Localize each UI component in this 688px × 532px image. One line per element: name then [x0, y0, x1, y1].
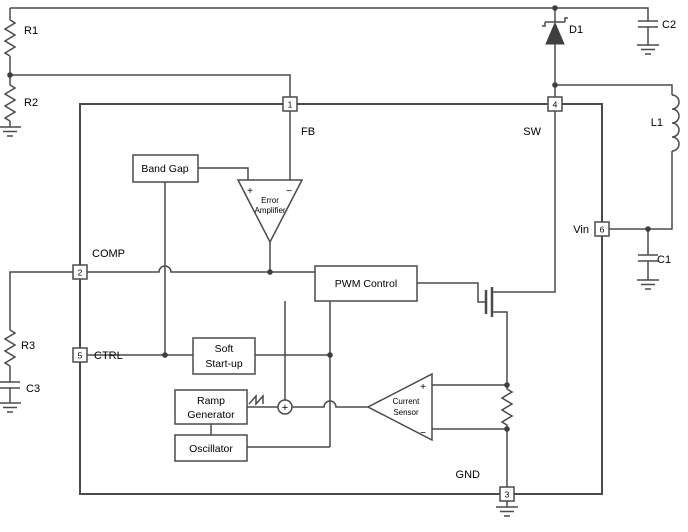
wire-current-sensor-output: [292, 400, 368, 408]
soft-startup-block: Soft Start-up: [192, 337, 256, 375]
oscillator-label: Oscillator: [189, 443, 233, 455]
ic-outline: [79, 103, 603, 495]
r2-label: R2: [24, 97, 38, 109]
current-sensor-label-2: Sensor: [393, 408, 419, 417]
comp-pin-label: COMP: [92, 248, 125, 260]
resistor-r3-symbol: [3, 329, 17, 367]
junction-dot: [504, 426, 510, 432]
wire-pwm-to-gate: [417, 282, 486, 303]
summing-junction: +: [277, 399, 293, 415]
ramp-generator-block: Ramp Generator: [174, 389, 248, 425]
vin-pin-label: Vin: [573, 224, 589, 236]
soft-start-label-1: Soft: [215, 343, 234, 355]
error-amplifier-symbol: + − Error Amplifier: [236, 179, 304, 244]
pin-2-comp: 2: [72, 264, 88, 280]
resistor-sense-symbol: [500, 385, 514, 429]
summing-plus-sign: +: [282, 402, 288, 414]
gnd-pin-label: GND: [456, 469, 481, 481]
wire-sw-to-l1: [555, 84, 673, 95]
junction-dot: [7, 72, 13, 78]
diode-d1-symbol: [542, 17, 568, 45]
pin-3-number: 3: [505, 490, 510, 500]
l1-label: L1: [651, 117, 663, 129]
mosfet-symbol: [484, 287, 494, 317]
oscillator-block: Oscillator: [174, 434, 248, 462]
wire-fb-external: [10, 74, 291, 97]
pin-3-gnd: 3: [499, 486, 515, 502]
junction-dot: [162, 352, 168, 358]
resistor-r2-symbol: [3, 84, 17, 122]
pin-5-ctrl: 5: [72, 347, 88, 363]
error-amp-plus-sign: +: [247, 186, 253, 197]
pin-2-number: 2: [78, 268, 83, 278]
band-gap-block: Band Gap: [132, 154, 199, 183]
wire-top-output-rail: [10, 7, 649, 21]
capacitor-c1-symbol: [638, 254, 658, 262]
error-amp-label-1: Error: [261, 196, 279, 205]
current-sensor-minus-sign: −: [420, 428, 426, 439]
wire-l1-to-vin-pin: [609, 151, 673, 230]
pin-1-number: 1: [288, 100, 293, 110]
error-amp-label-2: Amplifier: [254, 206, 285, 215]
band-gap-label: Band Gap: [141, 163, 188, 175]
error-amp-minus-sign: −: [286, 186, 292, 197]
wire-comp-external: [9, 271, 73, 330]
r3-label: R3: [21, 340, 35, 352]
junction-dot: [552, 5, 558, 11]
inductor-l1-symbol: [671, 94, 680, 152]
ground-symbol-gnd-pin: [496, 501, 518, 517]
pwm-control-block: PWM Control: [314, 265, 418, 302]
junction-dot: [327, 352, 333, 358]
capacitor-c3-symbol: [0, 381, 20, 389]
c3-label: C3: [26, 383, 40, 395]
junction-dot: [267, 269, 273, 275]
ground-symbol-r2: [0, 126, 21, 137]
pwm-control-label: PWM Control: [335, 278, 397, 290]
current-sensor-symbol: + − Current Sensor: [366, 372, 433, 442]
pin-6-number: 6: [600, 225, 605, 235]
c1-label: C1: [657, 254, 671, 266]
wire-mosfet-source: [492, 311, 508, 385]
wire-comp-to-pwm: [87, 265, 315, 273]
pin-1-fb: 1: [282, 96, 298, 112]
pin-4-sw: 4: [547, 96, 563, 112]
ramp-generator-label-1: Ramp: [197, 395, 225, 407]
pin-4-number: 4: [553, 100, 558, 110]
d1-label: D1: [569, 24, 583, 36]
capacitor-c2-symbol: [638, 20, 658, 28]
ground-symbol-c2: [637, 44, 659, 55]
pin-6-vin: 6: [594, 221, 610, 237]
sawtooth-icon: [248, 394, 264, 406]
ground-symbol-c3: [0, 402, 21, 413]
wire-bandgap-to-error-amp: [198, 167, 249, 181]
c2-label: C2: [662, 19, 676, 31]
resistor-r1-symbol: [3, 19, 17, 57]
current-sensor-plus-sign: +: [420, 382, 426, 393]
soft-start-label-2: Start-up: [205, 358, 243, 370]
ramp-generator-label-2: Generator: [187, 409, 235, 421]
junction-dot: [552, 82, 558, 88]
current-sensor-label-1: Current: [393, 397, 420, 406]
r1-label: R1: [24, 25, 38, 37]
sw-pin-label: SW: [523, 126, 541, 138]
junction-dot: [504, 382, 510, 388]
junction-dot: [645, 226, 651, 232]
fb-pin-label: FB: [301, 126, 315, 138]
ctrl-pin-label: CTRL: [94, 350, 123, 362]
wire-sw-to-mosfet-drain: [492, 111, 556, 293]
pin-5-number: 5: [78, 351, 83, 361]
ground-symbol-c1: [637, 279, 659, 290]
